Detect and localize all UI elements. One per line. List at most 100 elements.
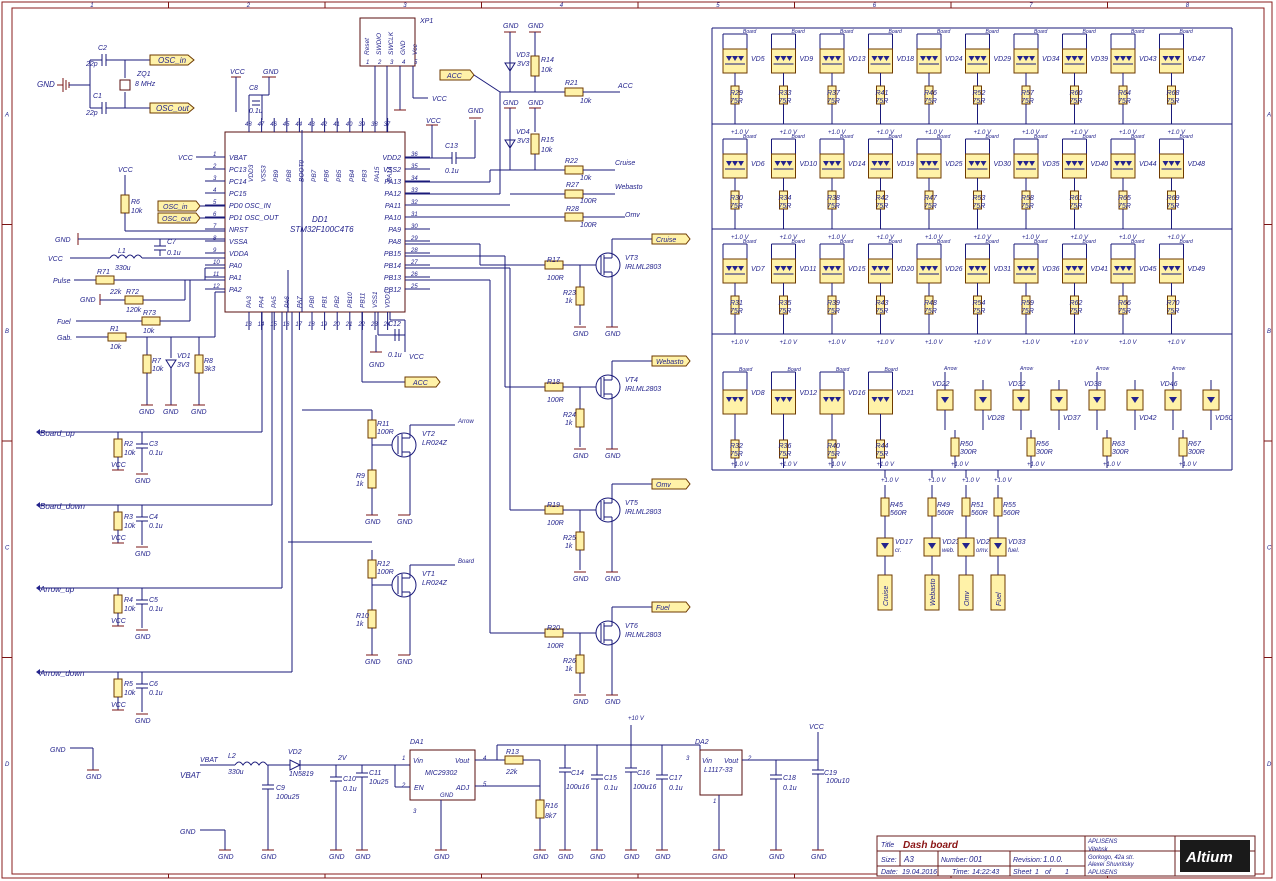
mcu-pin-number: 33 — [411, 188, 418, 194]
voltage-label: +1.0 V — [1119, 340, 1138, 346]
c16-value: 100u16 — [633, 784, 656, 791]
indicator-leds: R45560RVD17cr.CruiseR49560RVD23web.Webas… — [876, 485, 1026, 611]
resistor-label: R55 — [1003, 502, 1016, 509]
osc-out-label-2: OSC_out — [162, 216, 192, 223]
resistor-label: R53 — [973, 195, 986, 202]
gnd-label: GND — [624, 854, 640, 861]
mosfet-ref: VT2 — [422, 431, 435, 438]
mcu-pin-number: 10 — [213, 260, 220, 266]
resistor-label: R25 — [563, 535, 576, 542]
mcu-pin-name: PA9 — [388, 227, 401, 234]
resistor-label: R50 — [960, 441, 973, 448]
capacitor-value: 0.1u — [149, 690, 163, 697]
mcu-pin-number: 45 — [283, 122, 290, 128]
led-ref: VD43 — [1139, 56, 1157, 63]
voltage-label: +1.0 V — [994, 478, 1013, 484]
sheet-inner-frame — [11, 7, 1265, 875]
resistor-label: R61 — [1070, 195, 1083, 202]
gnd-label: GND — [434, 854, 450, 861]
c1-label: C1 — [93, 93, 102, 100]
c19-label: C19 — [824, 770, 837, 777]
frame-row-label: D — [5, 762, 10, 768]
resistor-value: 100R — [547, 520, 564, 527]
osc-out-port-2 — [157, 212, 201, 224]
mcu-pin-name: PA2 — [229, 287, 242, 294]
gnd-label: GND — [503, 100, 519, 107]
led-ref: VD27 — [976, 539, 995, 546]
mosfet-output-label: Fuel — [656, 605, 670, 612]
voltage-label: +1.0 V — [780, 462, 799, 468]
xp1-label: XP1 — [419, 18, 433, 25]
vcc-label: VCC — [111, 618, 127, 625]
led-ref: VD34 — [1042, 56, 1060, 63]
indicator-output-label: Cruise — [883, 586, 890, 606]
voltage-label: +1.0 V — [925, 235, 944, 241]
mosfet-part: LR024Z — [422, 440, 448, 447]
resistor-label: R40 — [827, 443, 840, 450]
mcu-pin-number: 4 — [213, 188, 217, 194]
led-ref: VD28 — [987, 415, 1005, 422]
gnd-label: GND — [533, 854, 549, 861]
voltage-label: +1.0 V — [974, 340, 993, 346]
gnd-label: GND — [573, 576, 589, 583]
da2-label: DA2 — [695, 739, 709, 746]
net-label: Board — [743, 134, 757, 140]
mcu-pin-name: PA7 — [296, 296, 303, 308]
resistor-value: 1k — [356, 621, 364, 628]
r72-label: R72 — [126, 289, 139, 296]
acc-sense-block: GND GND VD3 3V3 R14 10k R21 10k ACC GND … — [405, 23, 643, 229]
mosfet-output-port — [651, 478, 691, 490]
led-ref: VD22 — [932, 381, 950, 388]
net-label: Board — [792, 134, 806, 140]
resistor-label: R19 — [547, 502, 560, 509]
frame-row-label: A — [4, 112, 9, 118]
da1-adj: ADJ — [455, 785, 470, 792]
r13-label: R13 — [506, 749, 519, 756]
voltage-label: +1.0 V — [828, 340, 847, 346]
resistor-value: 100R — [377, 429, 394, 436]
gnd-label: GND — [218, 854, 234, 861]
vcc-label: VCC — [809, 724, 825, 731]
mcu-pin-name: VSS2 — [383, 167, 401, 174]
led-vd45 — [1110, 258, 1136, 284]
resistor-label: R62 — [1070, 300, 1083, 307]
c8-value: 0.1u — [249, 108, 263, 115]
r73-value: 120k — [126, 307, 142, 314]
resistor-value: 75R — [730, 451, 743, 458]
button-label-board-down: Board_down — [40, 502, 85, 511]
led-ref: VD15 — [848, 266, 866, 273]
mcu-pin-name: PB6 — [324, 169, 331, 182]
time-value: 14:22:43 — [972, 869, 999, 876]
mcu-pin-name: PB9 — [273, 169, 280, 182]
osc-in-port — [149, 54, 195, 66]
vd3-label: VD3 — [516, 52, 530, 59]
net-label: Board — [1083, 134, 1097, 140]
capacitor-value: 0.1u — [149, 606, 163, 613]
pin-number: 5 — [483, 782, 487, 788]
frame-column-label: 2 — [246, 3, 251, 9]
mcu-pin-name: PB4 — [349, 169, 356, 182]
led-tag: web. — [942, 548, 955, 554]
gnd-label: GND — [55, 237, 71, 244]
mosfet-part: IRLML2803 — [625, 386, 661, 393]
cruise-in-label: Cruise — [615, 160, 635, 167]
mosfet-output-port — [651, 601, 691, 613]
da1-regulator — [409, 749, 476, 801]
voltage-label: +1.0 V — [780, 235, 799, 241]
resistor-label: R63 — [1112, 441, 1125, 448]
l1-label: L1 — [118, 248, 126, 255]
resistor-value: 10k — [124, 690, 136, 697]
mosfet-net-label: Arrow — [457, 419, 474, 425]
led-ref: VD11 — [800, 266, 817, 273]
led-vd21 — [868, 389, 893, 415]
mcu-pin-name: PC14 — [229, 179, 247, 186]
voltage-label: +1.0 V — [1022, 235, 1041, 241]
vcc-label: VCC — [178, 155, 194, 162]
frame-column-label: 8 — [1186, 3, 1190, 9]
voltage-label: +1.0 V — [881, 478, 900, 484]
webasto-in-label: Webasto — [615, 184, 643, 191]
resistor-value: 75R — [827, 308, 840, 315]
title-label: Title — [881, 842, 894, 849]
